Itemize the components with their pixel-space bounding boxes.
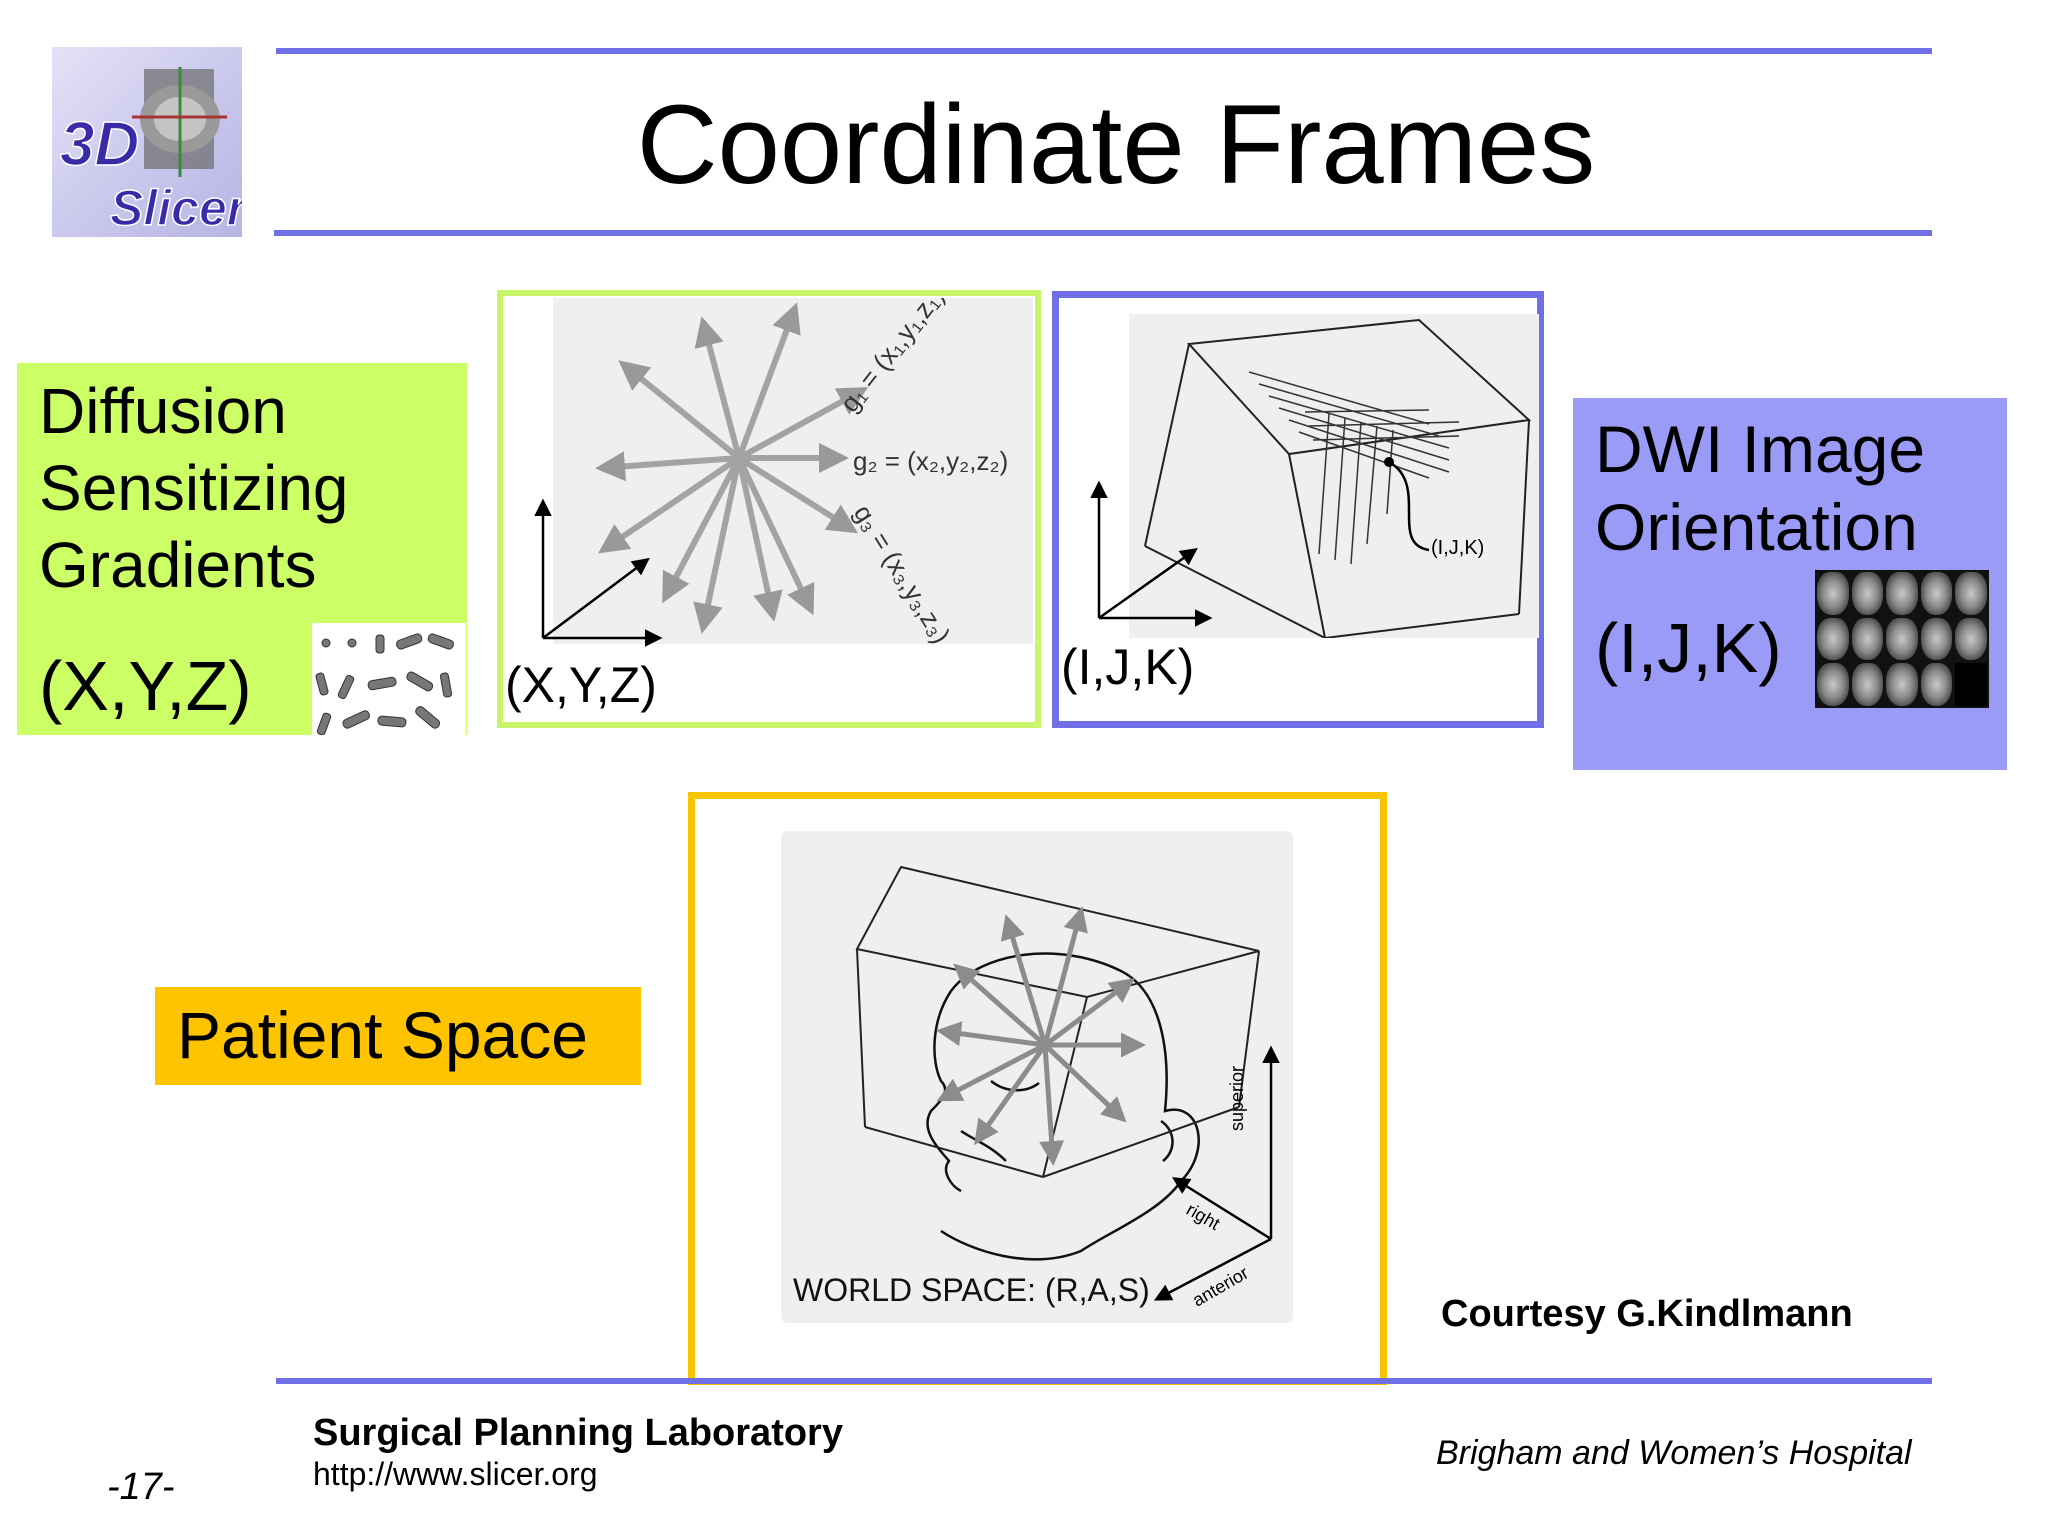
dwi-label: DWI Image Orientation xyxy=(1595,410,1925,566)
slide-title: Coordinate Frames xyxy=(636,82,1596,207)
slice-thumb xyxy=(1817,663,1849,706)
gradient-frame-coord: (X,Y,Z) xyxy=(505,657,657,713)
g1-label: g₁ = (x₁,y₁,z₁) xyxy=(834,298,950,418)
image-cube-panel: (I,J,K) xyxy=(1129,314,1539,638)
gradient-frame: g₁ = (x₁,y₁,z₁) g₂ = (x₂,y₂,z₂) g₃ = (x₃… xyxy=(497,290,1041,728)
slice-thumb xyxy=(1920,617,1953,661)
world-space-panel: superior right anterior WORLD SPACE: (R,… xyxy=(781,831,1293,1323)
world-frame: superior right anterior WORLD SPACE: (R,… xyxy=(688,792,1387,1385)
slice-thumb xyxy=(1851,617,1884,661)
gradients-label-line3: Gradients xyxy=(39,529,317,601)
gradients-label-line1: Diffusion xyxy=(39,375,287,447)
courtesy-credit: Courtesy G.Kindlmann xyxy=(1441,1293,1853,1335)
image-frame-coord: (I,J,K) xyxy=(1061,639,1195,695)
dwi-label-line2: Orientation xyxy=(1595,490,1918,564)
gradients-label-line2: Sensitizing xyxy=(39,452,349,524)
xyz-axes xyxy=(534,498,663,647)
patient-space-label: Patient Space xyxy=(177,998,588,1072)
slice-thumb xyxy=(1955,572,1987,615)
gradients-label: Diffusion Sensitizing Gradients xyxy=(39,373,349,604)
gradients-box: Diffusion Sensitizing Gradients (X,Y,Z) xyxy=(17,363,467,736)
image-frame: (I,J,K) (I,J,K) xyxy=(1052,291,1544,728)
gradients-coord: (X,Y,Z) xyxy=(39,647,252,725)
title-rule-bottom xyxy=(274,230,1932,236)
slice-thumb xyxy=(1886,663,1918,706)
logo-text-3d: 3D xyxy=(60,110,139,179)
slice-thumb xyxy=(1886,617,1918,661)
superior-label: superior xyxy=(1227,1066,1247,1131)
dwi-coord: (I,J,K) xyxy=(1595,609,1782,687)
logo-text-slicer: Slicer xyxy=(110,180,242,236)
slice-thumb xyxy=(1955,617,1987,661)
slice-thumb xyxy=(1920,572,1953,615)
slice-thumb xyxy=(1851,663,1884,706)
slicer-logo-graphic: 3D Slicer xyxy=(59,67,242,237)
slice-thumb xyxy=(1817,572,1849,615)
page-number: -17- xyxy=(107,1466,175,1508)
dwi-box: DWI Image Orientation (I,J,K) xyxy=(1573,398,2007,770)
dwi-label-line1: DWI Image xyxy=(1595,412,1926,486)
voxel-label: (I,J,K) xyxy=(1431,537,1484,559)
anterior-label: anterior xyxy=(1189,1263,1252,1311)
slice-thumb xyxy=(1886,572,1918,615)
world-space-caption: WORLD SPACE: (R,A,S) xyxy=(793,1272,1150,1308)
slice-thumb xyxy=(1851,572,1884,615)
g3-label: g₃ = (x₃,y₃,z₃) xyxy=(848,499,957,644)
slice-thumb xyxy=(1817,617,1849,661)
footer-rule xyxy=(276,1378,1932,1384)
slicer-logo: 3D Slicer xyxy=(52,47,242,237)
lab-name: Surgical Planning Laboratory xyxy=(313,1412,843,1454)
dwi-slice-thumbnails xyxy=(1815,570,1989,708)
slice-thumb-empty xyxy=(1955,663,1987,706)
patient-space-box: Patient Space xyxy=(155,987,641,1085)
slice-thumb xyxy=(1920,663,1953,706)
ijk-axes xyxy=(1090,480,1213,627)
gradient-star-panel: g₁ = (x₁,y₁,z₁) g₂ = (x₂,y₂,z₂) g₃ = (x₃… xyxy=(553,298,1033,644)
lab-url-link[interactable]: http://www.slicer.org xyxy=(313,1456,598,1492)
gradient-cylinders-image xyxy=(312,623,466,736)
hospital-name: Brigham and Women’s Hospital xyxy=(1436,1434,1912,1472)
title-rule-top xyxy=(276,48,1932,54)
g2-label: g₂ = (x₂,y₂,z₂) xyxy=(853,446,1008,476)
